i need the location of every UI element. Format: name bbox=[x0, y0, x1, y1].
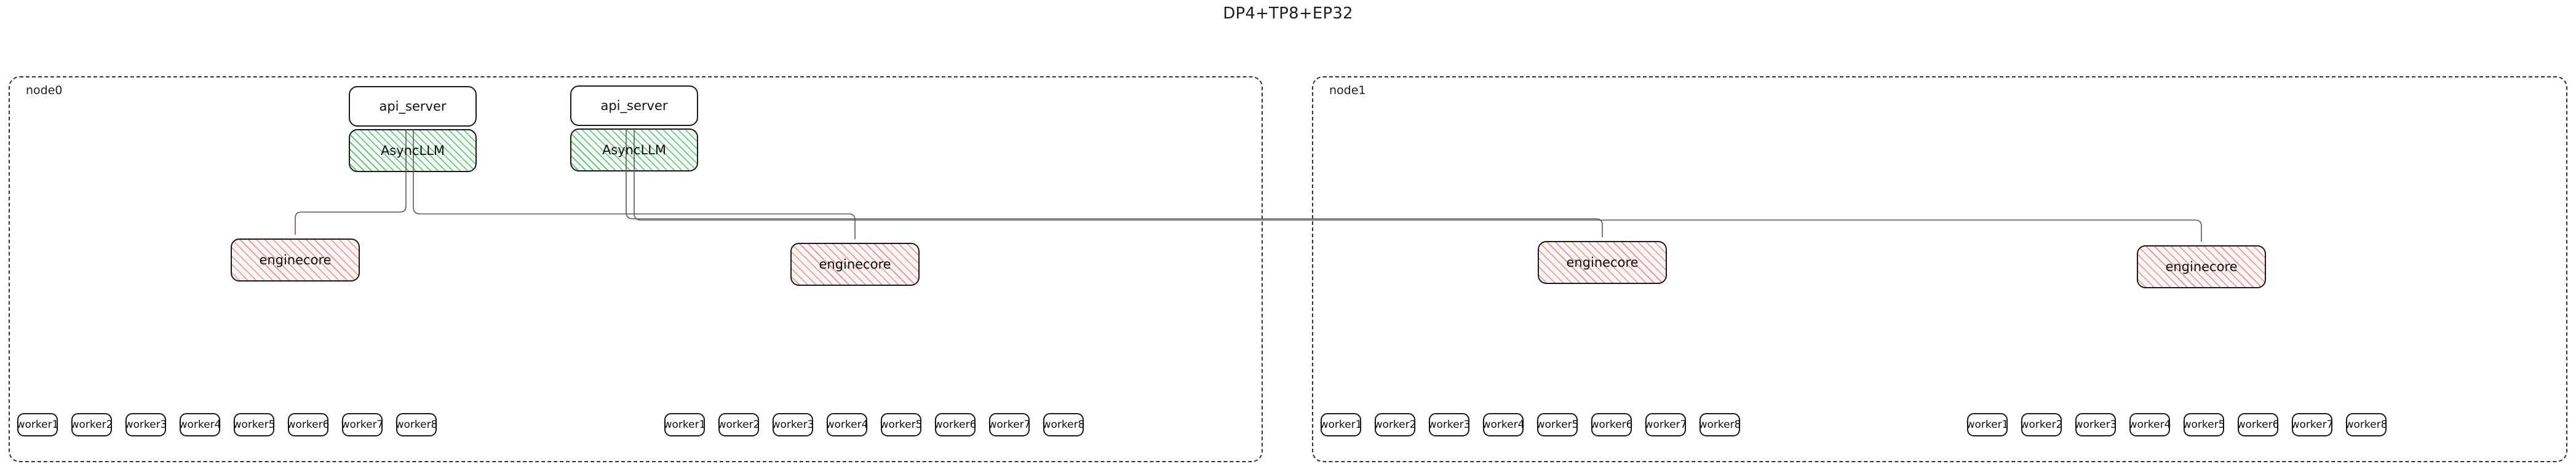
worker-box-1-7[interactable]: worker8 bbox=[1043, 413, 1084, 436]
api-server-box-1-label: api_server bbox=[600, 98, 668, 113]
worker-box-3-0[interactable]: worker1 bbox=[1966, 413, 2009, 436]
asyncllm-box-0-label: AsyncLLM bbox=[380, 143, 445, 158]
worker-box-2-6[interactable]: worker7 bbox=[1644, 413, 1687, 436]
worker-box-1-2[interactable]: worker3 bbox=[771, 413, 814, 436]
enginecore-box-3-label: enginecore bbox=[2165, 259, 2238, 274]
cluster-node0: node0 bbox=[9, 76, 1263, 462]
worker-box-0-2-label: worker3 bbox=[124, 419, 167, 431]
cluster-node1: node1 bbox=[1312, 76, 2567, 462]
worker-box-0-5[interactable]: worker6 bbox=[287, 413, 330, 436]
worker-box-1-1-label: worker2 bbox=[717, 419, 760, 431]
worker-box-3-7-label: worker8 bbox=[2345, 419, 2388, 431]
worker-box-0-6-label: worker7 bbox=[341, 419, 384, 431]
worker-box-3-6[interactable]: worker7 bbox=[2291, 413, 2334, 436]
worker-box-3-1-label: worker2 bbox=[2020, 419, 2063, 431]
enginecore-box-1-label: enginecore bbox=[819, 257, 891, 272]
enginecore-box-1[interactable]: enginecore bbox=[790, 243, 920, 286]
api-server-box-0[interactable]: api_server bbox=[349, 86, 477, 127]
worker-box-2-5[interactable]: worker6 bbox=[1591, 413, 1632, 436]
worker-box-1-5[interactable]: worker6 bbox=[934, 413, 977, 436]
worker-box-3-0-label: worker1 bbox=[1966, 419, 2009, 431]
enginecore-box-2[interactable]: enginecore bbox=[1538, 241, 1667, 284]
worker-box-3-1[interactable]: worker2 bbox=[2021, 413, 2062, 436]
asyncllm-box-0[interactable]: AsyncLLM bbox=[349, 129, 477, 172]
worker-box-3-4-label: worker5 bbox=[2182, 419, 2225, 431]
worker-box-2-0-label: worker1 bbox=[1319, 419, 1362, 431]
worker-box-1-2-label: worker3 bbox=[771, 419, 814, 431]
worker-box-0-7-label: worker8 bbox=[395, 419, 438, 431]
worker-box-2-4[interactable]: worker5 bbox=[1536, 413, 1579, 436]
worker-box-1-6[interactable]: worker7 bbox=[988, 413, 1031, 436]
worker-box-0-1[interactable]: worker2 bbox=[70, 413, 113, 436]
worker-box-1-1[interactable]: worker2 bbox=[717, 413, 760, 436]
worker-box-3-3-label: worker4 bbox=[2128, 419, 2171, 431]
worker-box-2-2[interactable]: worker3 bbox=[1428, 413, 1471, 436]
worker-box-1-4-label: worker5 bbox=[880, 419, 923, 431]
worker-box-0-1-label: worker2 bbox=[70, 419, 113, 431]
worker-box-2-1-label: worker2 bbox=[1373, 419, 1417, 431]
worker-box-3-6-label: worker7 bbox=[2291, 419, 2334, 431]
worker-box-3-2-label: worker3 bbox=[2074, 419, 2117, 431]
worker-box-0-4[interactable]: worker5 bbox=[233, 413, 276, 436]
enginecore-box-0[interactable]: enginecore bbox=[231, 238, 360, 282]
page-title: DP4+TP8+EP32 bbox=[1223, 4, 1353, 23]
cluster-label-node0: node0 bbox=[26, 84, 63, 97]
worker-box-0-3-label: worker4 bbox=[178, 419, 221, 431]
worker-box-2-7-label: worker8 bbox=[1698, 419, 1741, 431]
worker-box-1-3-label: worker4 bbox=[825, 419, 869, 431]
worker-box-2-5-label: worker6 bbox=[1590, 419, 1633, 431]
worker-box-1-5-label: worker6 bbox=[934, 419, 977, 431]
worker-box-2-3[interactable]: worker4 bbox=[1482, 413, 1525, 436]
worker-box-0-5-label: worker6 bbox=[287, 419, 330, 431]
worker-box-3-5-label: worker6 bbox=[2236, 419, 2280, 431]
worker-box-0-4-label: worker5 bbox=[233, 419, 276, 431]
worker-box-0-6[interactable]: worker7 bbox=[341, 413, 384, 436]
worker-box-3-5[interactable]: worker6 bbox=[2236, 413, 2280, 436]
worker-box-0-2[interactable]: worker3 bbox=[124, 413, 167, 436]
worker-box-0-0[interactable]: worker1 bbox=[17, 413, 58, 436]
asyncllm-box-1-label: AsyncLLM bbox=[602, 143, 667, 157]
worker-box-2-6-label: worker7 bbox=[1644, 419, 1687, 431]
worker-box-3-3[interactable]: worker4 bbox=[2128, 413, 2171, 436]
worker-box-0-0-label: worker1 bbox=[16, 419, 59, 431]
worker-box-2-3-label: worker4 bbox=[1482, 419, 1525, 431]
worker-box-3-4[interactable]: worker5 bbox=[2182, 413, 2225, 436]
worker-box-3-7[interactable]: worker8 bbox=[2345, 413, 2388, 436]
worker-box-0-3[interactable]: worker4 bbox=[178, 413, 221, 436]
worker-box-2-1[interactable]: worker2 bbox=[1373, 413, 1417, 436]
api-server-box-1[interactable]: api_server bbox=[570, 85, 698, 126]
enginecore-box-2-label: enginecore bbox=[1566, 255, 1639, 270]
worker-box-1-0[interactable]: worker1 bbox=[663, 413, 706, 436]
worker-box-2-7[interactable]: worker8 bbox=[1698, 413, 1741, 436]
worker-box-2-4-label: worker5 bbox=[1536, 419, 1579, 431]
worker-box-1-3[interactable]: worker4 bbox=[825, 413, 869, 436]
worker-box-2-0[interactable]: worker1 bbox=[1319, 413, 1362, 436]
enginecore-box-0-label: enginecore bbox=[259, 253, 332, 267]
worker-box-1-6-label: worker7 bbox=[988, 419, 1031, 431]
worker-box-1-0-label: worker1 bbox=[663, 419, 706, 431]
worker-box-0-7[interactable]: worker8 bbox=[396, 413, 437, 436]
cluster-label-node1: node1 bbox=[1329, 84, 1366, 97]
worker-box-1-7-label: worker8 bbox=[1042, 419, 1085, 431]
asyncllm-box-1[interactable]: AsyncLLM bbox=[570, 128, 698, 171]
worker-box-2-2-label: worker3 bbox=[1428, 419, 1471, 431]
worker-box-3-2[interactable]: worker3 bbox=[2074, 413, 2117, 436]
enginecore-box-3[interactable]: enginecore bbox=[2137, 245, 2266, 288]
api-server-box-0-label: api_server bbox=[379, 99, 447, 114]
worker-box-1-4[interactable]: worker5 bbox=[880, 413, 923, 436]
